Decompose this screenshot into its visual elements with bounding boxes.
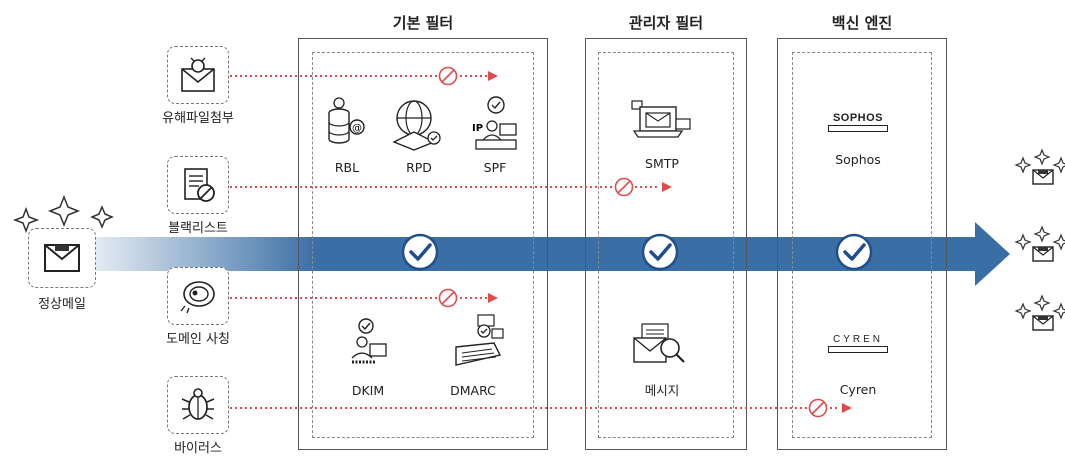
block-icon [438,66,458,86]
rpd-globe-icon [392,100,441,151]
threat-label: 유해파일첨부 [162,111,234,126]
item-label-spf: SPF [483,160,507,175]
cyren-logo: CYREN [828,334,888,353]
threat-label: 블랙리스트 [168,221,228,236]
message-icon [633,323,685,363]
item-label-rbl: RBL [334,160,360,175]
svg-text:@: @ [352,123,362,134]
panel-vaccine-engine-inner [792,52,932,438]
delivered-mail-icon [1014,294,1065,331]
panel-admin-filter-inner [598,52,734,438]
item-label-cyren: Cyren [839,382,877,397]
normal-mail-box [28,228,96,288]
panel-admin-filter-title: 관리자 필터 [628,14,704,32]
block-icon [614,177,634,197]
normal-mail-label: 정상메일 [38,297,86,312]
threat-virus [167,376,229,434]
threat-label: 바이러스 [174,441,222,456]
panel-admin-filter [585,38,747,450]
panel-basic-filter-inner [312,52,534,438]
panel-vaccine-engine-title: 백신 엔진 [831,14,893,32]
mask-icon [180,281,215,314]
check-icon [835,233,873,271]
bug-icon [181,388,215,420]
check-icon [401,233,439,271]
blacklist-doc-icon [184,168,215,202]
sparkle-icon [12,194,114,234]
check-icon [641,233,679,271]
delivered-mail-icon [1014,225,1065,262]
svg-text:IP: IP [472,123,483,134]
sophos-logo-text: SOPHOS [832,112,884,124]
threat-label: 도메인 사칭 [166,332,230,347]
dkim-icon [351,318,387,364]
block-icon [808,398,828,418]
item-label-dmarc: DMARC [450,383,496,398]
threat-harmful-attachment [167,46,229,104]
item-label-message: 메시지 [644,383,680,398]
dmarc-printer-icon [455,314,504,366]
delivered-mail-icon [1014,148,1065,185]
block-icon [438,288,458,308]
item-label-sophos: Sophos [835,152,881,167]
sophos-logo: SOPHOS [828,112,888,132]
item-label-rpd: RPD [406,160,432,175]
threat-blacklist [167,156,229,214]
panel-basic-filter [298,38,548,450]
item-label-smtp: SMTP [645,156,679,171]
item-label-dkim: DKIM [351,383,385,398]
infected-mail-icon [181,57,215,92]
panel-vaccine-engine [777,38,947,450]
smtp-laptop-icon [631,100,691,138]
spf-icon: IP [472,96,517,150]
mail-icon [44,244,80,272]
cyren-logo-text: CYREN [832,334,883,345]
rbl-icon: @ [328,97,365,144]
threat-domain-spoofing [167,267,229,325]
panel-basic-filter-title: 기본 필터 [392,14,454,32]
